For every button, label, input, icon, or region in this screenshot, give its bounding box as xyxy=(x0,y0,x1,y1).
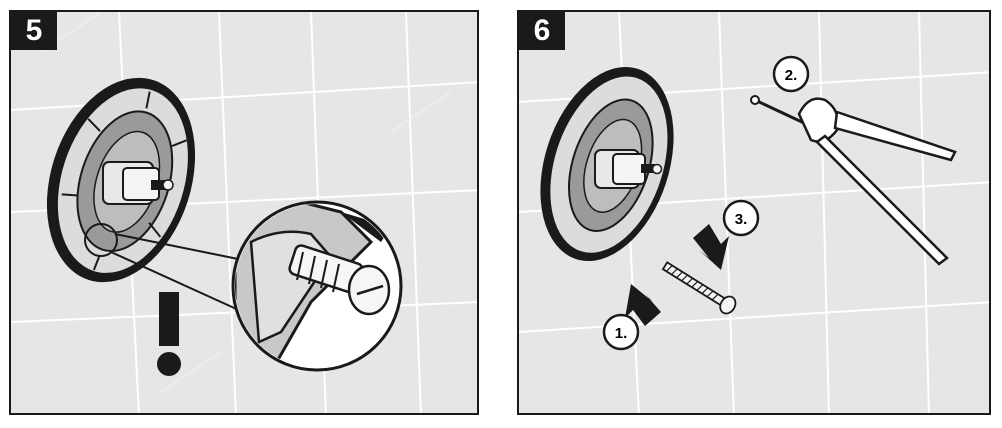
step-1-label: 1. xyxy=(615,325,628,342)
pliers-icon xyxy=(750,95,957,266)
mounting-screw xyxy=(661,261,737,315)
arrow-step-3-icon xyxy=(693,224,729,270)
detail-highlight-circle xyxy=(84,223,118,257)
step-2-label: 2. xyxy=(785,67,798,84)
magnified-detail-circle xyxy=(231,200,403,372)
step-3-label: 3. xyxy=(735,211,748,228)
warning-exclamation-icon xyxy=(157,292,181,376)
step-number-badge: 6 xyxy=(519,12,565,50)
valve-trim-plate-illustration xyxy=(46,77,403,376)
arrow-step-1-icon xyxy=(625,284,661,326)
step-1-callout: 1. xyxy=(602,313,640,351)
valve-cartridge xyxy=(594,149,663,189)
step-2-callout: 2. xyxy=(772,55,810,93)
step-3-callout: 3. xyxy=(722,199,760,237)
valve-cartridge xyxy=(102,161,174,205)
step-number-badge: 5 xyxy=(11,12,57,50)
step-5-panel: 5 xyxy=(9,10,479,415)
leader-line xyxy=(114,233,244,261)
screw-installation-illustration: 1. 2. 3. xyxy=(540,55,957,351)
step-6-panel: 6 xyxy=(517,10,991,415)
